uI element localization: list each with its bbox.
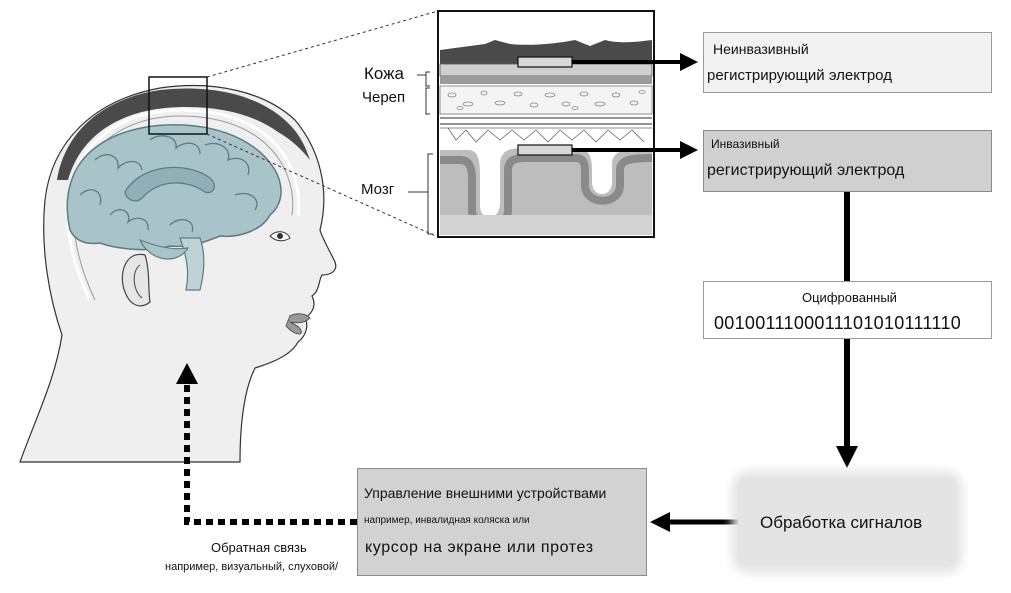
zoom-line-top [206, 10, 439, 78]
brain-shape [66, 124, 282, 251]
invasive-electrode-box [703, 130, 992, 192]
control-example: например, инвалидная коляска или [364, 515, 530, 526]
digitized-label: Оцифрованный [802, 290, 897, 305]
feedback-title: Обратная связь [211, 540, 307, 555]
ear-inner [133, 264, 143, 299]
arrow-to-noninvasive [680, 53, 698, 71]
cerebellum [138, 238, 190, 260]
control-detail: курсор на экране или протез [365, 539, 594, 556]
feedback-detail: например, визуальный, слуховой/ [165, 561, 339, 573]
arrow-to-control [650, 512, 670, 532]
hair-band [57, 88, 310, 180]
device-control-box [357, 468, 647, 576]
skull-bracket [425, 87, 430, 115]
digitized-bits: 0010011100011101010111110 [714, 313, 962, 333]
noninvasive-subtitle: регистрирующий электрод [707, 67, 892, 84]
invasive-title: Инвазивный [711, 137, 780, 151]
scalp-hair [440, 40, 652, 64]
signal-processing-box [738, 477, 956, 567]
skull-label: Череп [362, 89, 406, 106]
skin-bracket [425, 71, 430, 87]
invasive-electrode [517, 144, 573, 156]
brain-bracket [427, 153, 433, 235]
skin-label: Кожа [364, 64, 404, 83]
invasive-subtitle: регистрирующий электрод [707, 162, 905, 179]
feedback-dotted-line [184, 382, 357, 525]
arrows [176, 53, 858, 532]
cross-section [408, 10, 655, 238]
corpus-callosum [124, 166, 215, 202]
skin-band [440, 76, 652, 84]
noninvasive-title: Неинвазивный [713, 41, 809, 57]
skull-layer [439, 85, 653, 115]
brain-cortex [440, 154, 653, 231]
processing-label: Обработка сигналов [760, 513, 923, 532]
arrow-to-processing [836, 446, 858, 468]
noninvasive-electrode-box [703, 32, 992, 93]
brain-tissue [440, 148, 652, 235]
arrow-to-invasive [680, 141, 698, 159]
zoom-region [148, 76, 208, 135]
feedback-arrowhead [176, 363, 198, 384]
skull-texture [447, 90, 646, 110]
head-illustration [19, 10, 439, 463]
eye [269, 231, 291, 242]
control-title: Управление внешними устройствами [364, 485, 607, 501]
ear [121, 253, 151, 307]
lips [285, 313, 311, 335]
brain-label: Мозг [361, 181, 395, 198]
digitized-box [703, 281, 992, 339]
brain-gyri [79, 135, 258, 233]
white-matter [440, 215, 652, 235]
noninvasive-electrode [517, 56, 573, 68]
zoom-line-bottom [206, 133, 439, 238]
meninges [440, 127, 652, 143]
